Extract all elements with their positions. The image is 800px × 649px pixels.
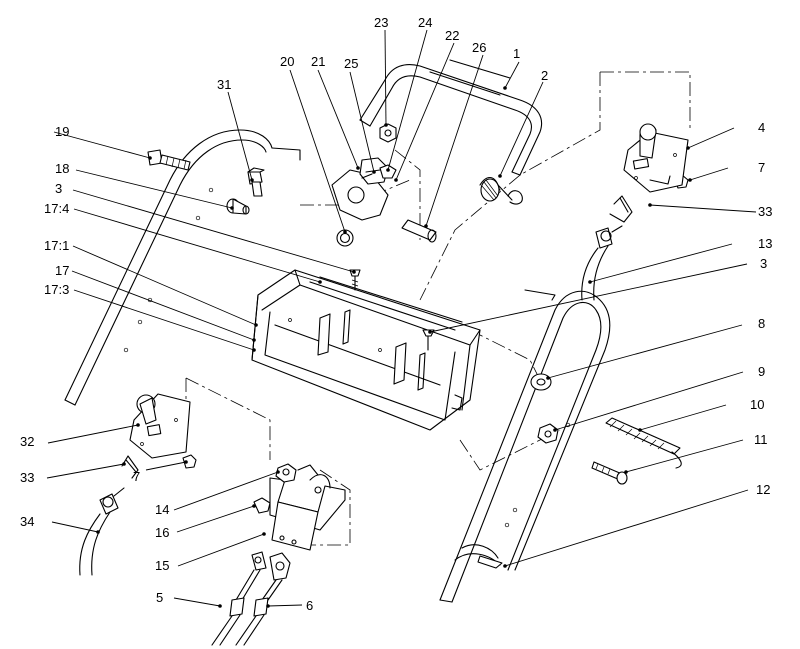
nut-item-9 — [537, 423, 559, 444]
nut-item-14 — [275, 463, 297, 483]
control-housing-right — [623, 123, 689, 193]
callout-21: 21 — [311, 54, 325, 69]
callout-15: 15 — [155, 558, 169, 573]
callout-33-left: 33 — [20, 470, 34, 485]
callout-18: 18 — [55, 161, 69, 176]
callout-labels: 1 2 3 3 4 5 6 7 7 8 9 10 11 12 13 14 15 … — [20, 15, 772, 613]
callout-4: 4 — [758, 120, 765, 135]
control-housing-left — [129, 393, 191, 459]
callout-11: 11 — [754, 432, 768, 447]
callout-31: 31 — [217, 77, 231, 92]
upper-mechanism — [331, 123, 523, 247]
callout-17: 17 — [55, 263, 69, 278]
callout-25: 25 — [344, 56, 358, 71]
nut-item-16 — [253, 497, 271, 514]
callout-32: 32 — [20, 434, 34, 449]
callout-24: 24 — [418, 15, 432, 30]
upper-handle-loop — [359, 59, 543, 176]
callout-17-3: 17:3 — [44, 282, 69, 297]
callout-6: 6 — [306, 598, 313, 613]
callout-9: 9 — [758, 364, 765, 379]
callout-23: 23 — [374, 15, 388, 30]
control-panel — [251, 269, 481, 431]
bail-cable-item-5 — [211, 551, 267, 646]
cable-clip-item-33-right — [609, 195, 633, 223]
callout-20: 20 — [280, 54, 294, 69]
leader-lines — [46, 29, 757, 607]
callout-10: 10 — [750, 397, 764, 412]
callout-14: 14 — [155, 502, 169, 517]
bolt-item-31 — [247, 167, 265, 197]
callout-33-right: 33 — [758, 204, 772, 219]
callout-3-right: 3 — [760, 256, 767, 271]
callout-12: 12 — [756, 482, 770, 497]
callout-19: 19 — [55, 124, 69, 139]
callout-2: 2 — [541, 68, 548, 83]
callout-3-left: 3 — [55, 181, 62, 196]
callout-5: 5 — [156, 590, 163, 605]
callout-17-4: 17:4 — [44, 201, 69, 216]
nut-item-7-left — [182, 454, 197, 469]
callout-22: 22 — [445, 28, 459, 43]
cable-item-13 — [581, 225, 623, 301]
bushing-item-18 — [226, 198, 250, 215]
lower-bracket — [269, 464, 346, 551]
leader-dots — [96, 86, 692, 608]
callout-26: 26 — [472, 40, 486, 55]
phantom-lines — [185, 71, 691, 546]
bolt-item-19 — [147, 149, 191, 171]
callout-16: 16 — [155, 525, 169, 540]
callout-34: 34 — [20, 514, 34, 529]
callout-1: 1 — [513, 46, 520, 61]
rod-item-10 — [605, 417, 682, 469]
callout-13: 13 — [758, 236, 772, 251]
callout-17-1: 17:1 — [44, 238, 69, 253]
cable-item-34 — [79, 487, 125, 576]
washer-item-8 — [530, 373, 552, 391]
cable-clip-item-33-left — [121, 455, 139, 479]
bail-cable-item-6 — [235, 552, 291, 646]
callout-7-right: 7 — [758, 160, 765, 175]
bolt-item-11 — [591, 461, 628, 485]
handle-right-tube — [439, 289, 611, 603]
callout-8: 8 — [758, 316, 765, 331]
callout-7-left: 7 — [133, 469, 140, 484]
